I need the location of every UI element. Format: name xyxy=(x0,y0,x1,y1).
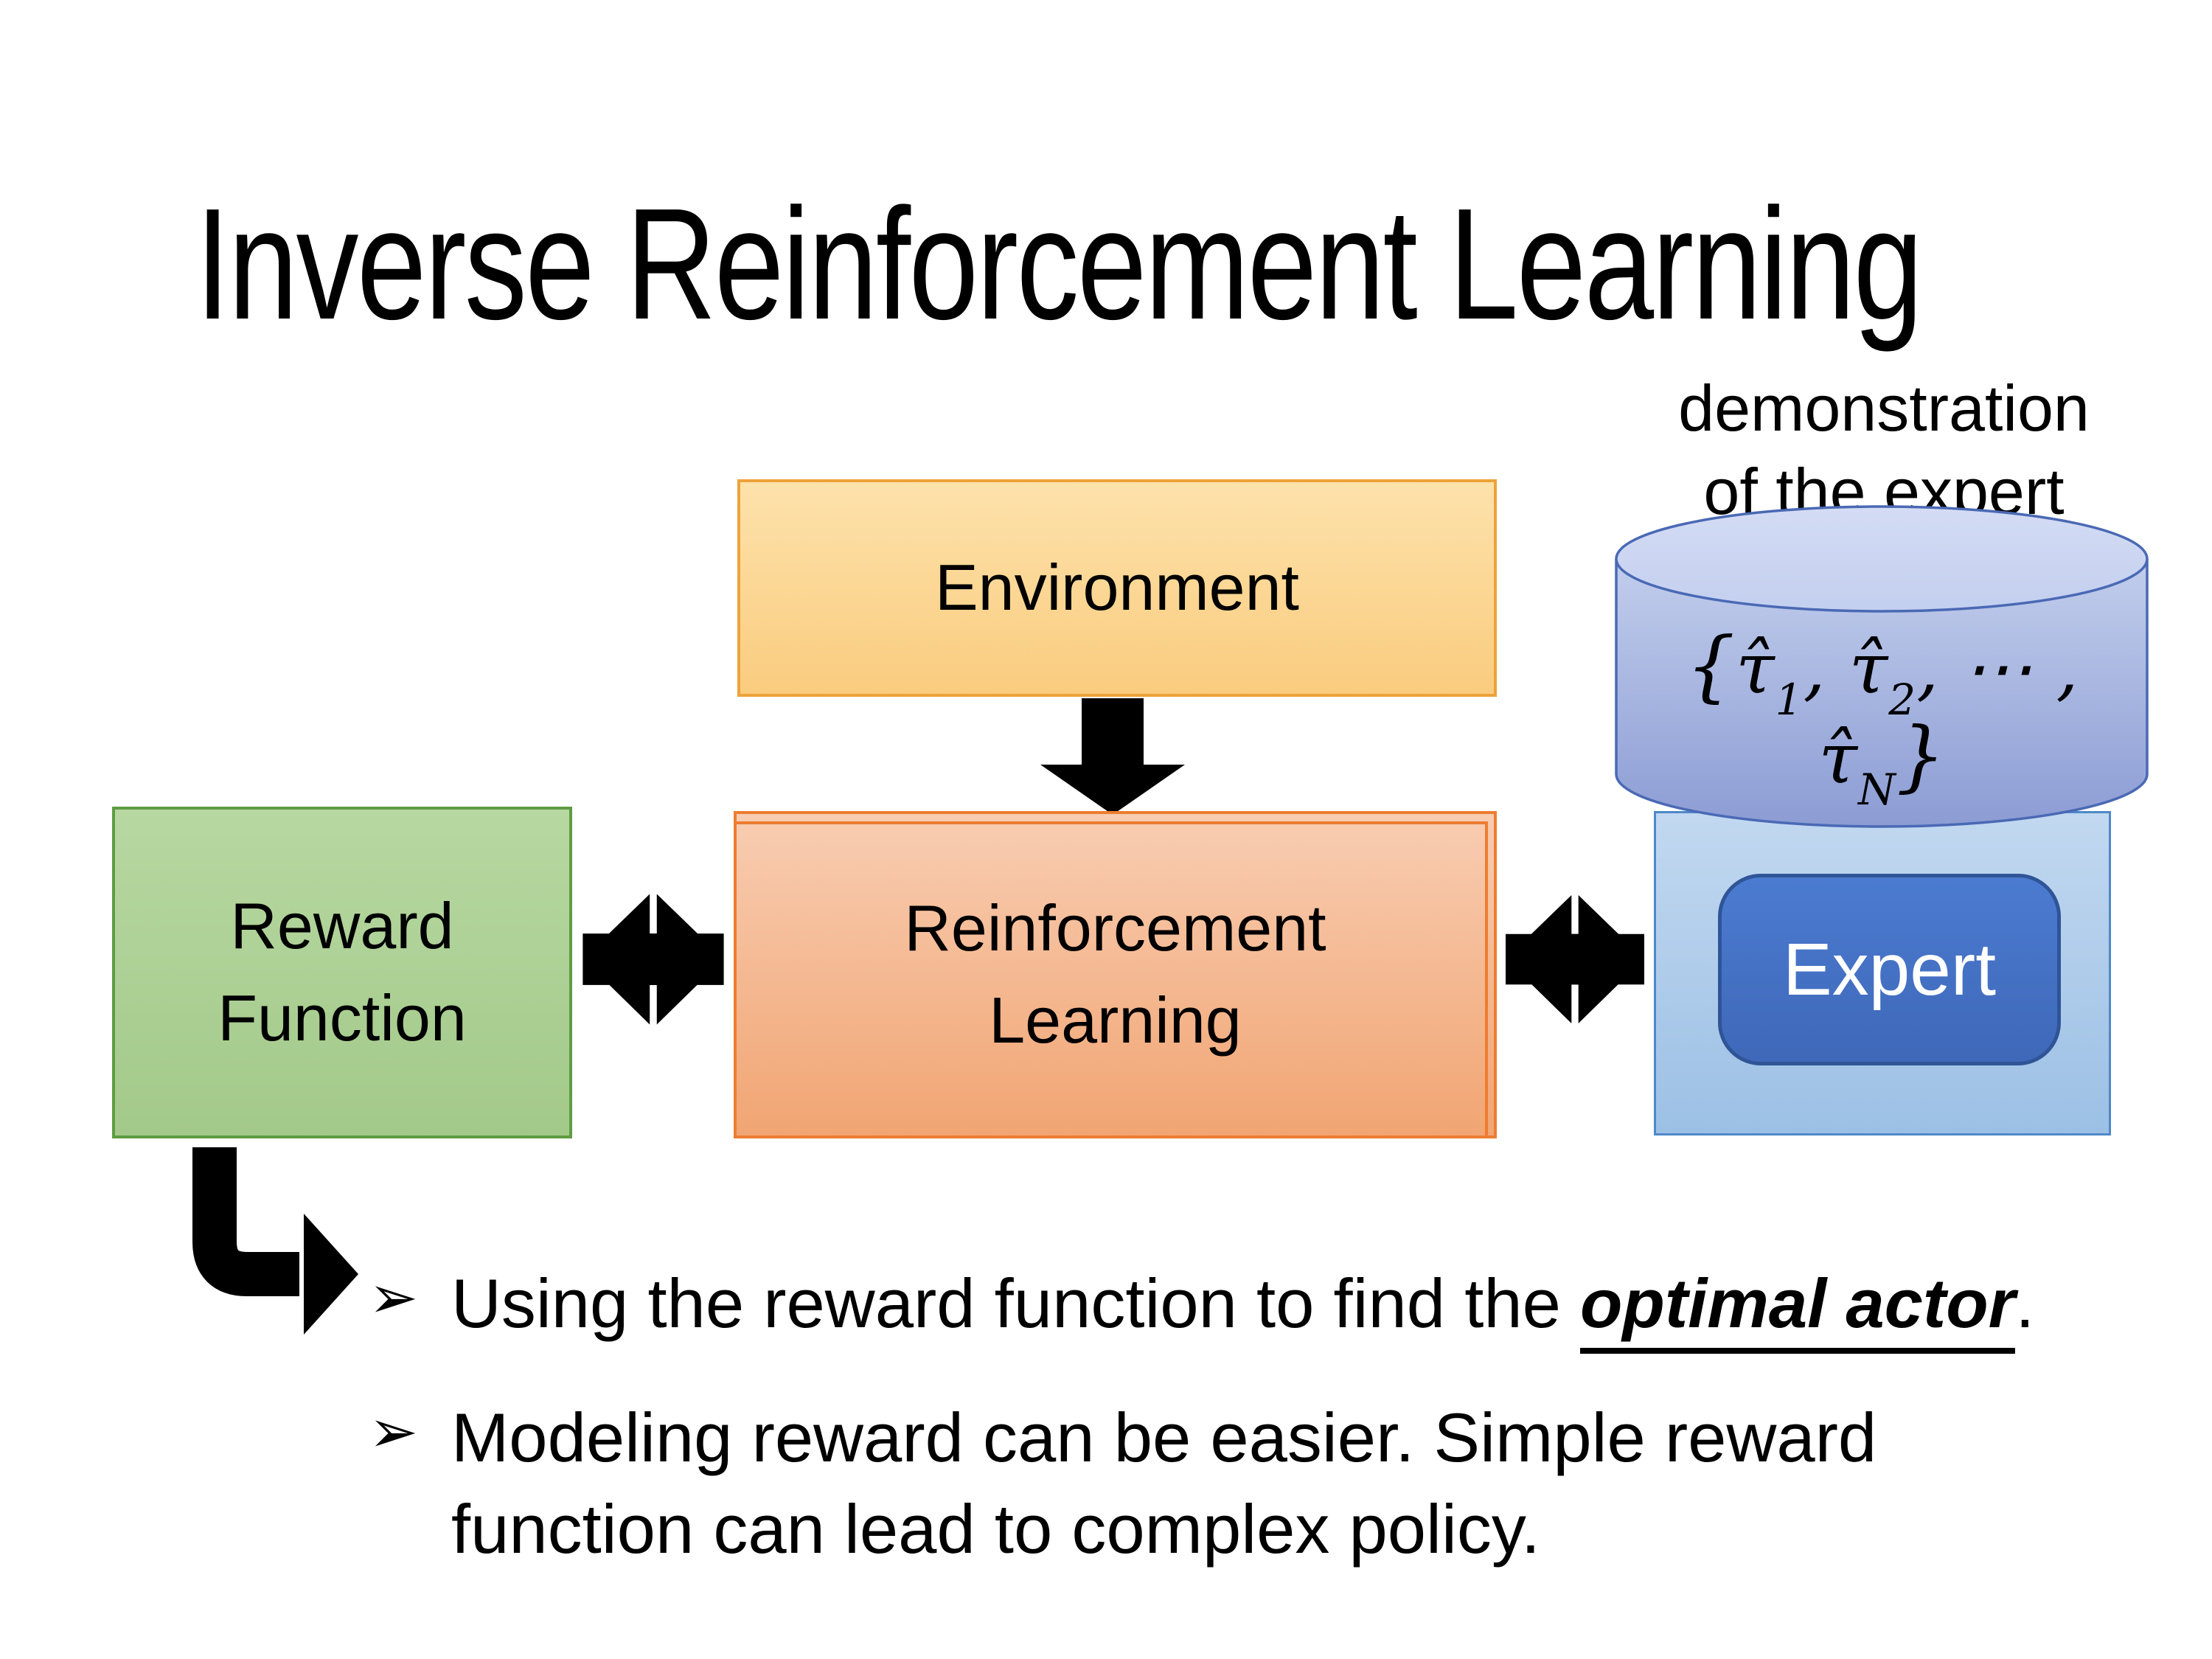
formula-tauN: τ̂ xyxy=(1818,718,1859,799)
elbow-arrow-icon xyxy=(192,1147,358,1335)
bullet-item-1: ➢ Using the reward function to find the … xyxy=(369,1258,2175,1354)
double-arrow-icon-right xyxy=(1506,895,1644,1023)
down-arrow-icon xyxy=(1040,698,1185,815)
database-cylinder-icon xyxy=(1615,505,2149,828)
formula-subN: N xyxy=(1858,765,1896,815)
bullet-text: Using the reward function to find the op… xyxy=(451,1258,2175,1354)
formula-sep1: , xyxy=(1803,628,1849,709)
bullet-arrow-icon: ➢ xyxy=(369,1265,419,1330)
formula-tau2: τ̂ xyxy=(1848,628,1889,709)
bullet-arrow-icon: ➢ xyxy=(369,1399,419,1464)
expert-box: Expert xyxy=(1718,874,2061,1065)
formula-open-brace: { xyxy=(1686,621,1736,711)
formula-tau1: τ̂ xyxy=(1736,628,1775,709)
rl-label-line1: Reinforcement xyxy=(904,891,1326,965)
bullet1-prefix: Using the reward function to find the xyxy=(451,1265,1580,1342)
expert-label: Expert xyxy=(1782,928,1996,1011)
double-arrow-icon-left xyxy=(582,894,724,1025)
environment-box: Environment xyxy=(737,479,1497,697)
formula-sep2: , ⋯ , xyxy=(1916,628,2079,709)
formula-sub1: 1 xyxy=(1775,675,1804,725)
reward-label-line1: Reward xyxy=(230,889,454,963)
reward-label-line2: Function xyxy=(218,981,467,1054)
bullet1-suffix: . xyxy=(2015,1265,2035,1342)
bullet-text: Modeling reward can be easier. Simple re… xyxy=(451,1399,1877,1568)
demonstration-label-line1: demonstration xyxy=(1678,372,2090,445)
environment-label: Environment xyxy=(934,551,1299,625)
page-title: Inverse Reinforcement Learning xyxy=(195,175,1923,352)
bullet1-emphasis: optimal actor xyxy=(1580,1265,2016,1354)
reinforcement-learning-box: Reinforcement Learning xyxy=(734,811,1497,1138)
formula-close-brace: } xyxy=(1896,711,1947,801)
bullet-item-2: ➢ Modeling reward can be easier. Simple … xyxy=(369,1392,2065,1575)
reward-function-box: Reward Function xyxy=(112,807,572,1138)
trajectory-set-formula: {τ̂1, τ̂2, ⋯ , τ̂N} xyxy=(1620,621,2145,811)
rl-label-line2: Learning xyxy=(989,984,1242,1057)
demonstration-label: demonstration of the expert xyxy=(1604,367,2164,533)
